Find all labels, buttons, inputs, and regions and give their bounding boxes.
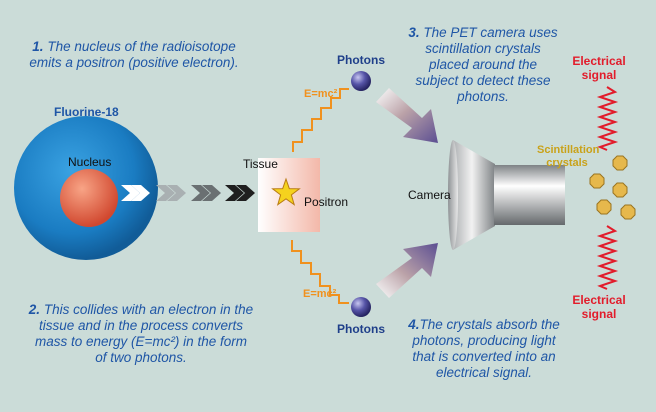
photons-label-bottom: Photons bbox=[337, 322, 385, 336]
chevron-arrow-icon bbox=[225, 185, 244, 201]
photon-bottom bbox=[351, 297, 371, 317]
signal-label-top: Electrical signal bbox=[572, 54, 626, 82]
camera-tube bbox=[494, 165, 565, 225]
crystal-icon bbox=[620, 204, 636, 220]
step-2-text: This collides with an electron in the ti… bbox=[35, 302, 254, 365]
step-4-text: The crystals absorb the photons, produci… bbox=[412, 317, 560, 380]
scintillation-label: Scintillation crystals bbox=[537, 144, 600, 169]
camera-face bbox=[448, 140, 458, 250]
nucleus-label: Nucleus bbox=[68, 155, 112, 169]
fluorine-label: Fluorine-18 bbox=[54, 105, 119, 119]
emc-label-bottom: E=mc² bbox=[303, 288, 337, 300]
star-icon bbox=[271, 177, 301, 206]
chevron-arrow-icon bbox=[121, 185, 140, 201]
photon-arrow-top bbox=[376, 88, 438, 143]
step-2: 2. This collides with an electron in the… bbox=[18, 302, 264, 366]
energy-wave-top bbox=[292, 88, 349, 152]
crystal-icon bbox=[589, 173, 605, 189]
step-3: 3. The PET camera uses scintillation cry… bbox=[403, 25, 563, 105]
signal-wave-bottom bbox=[596, 225, 619, 290]
crystal-icon bbox=[612, 182, 628, 198]
step-4: 4.The crystals absorb the photons, produ… bbox=[398, 317, 570, 381]
step-1: 1. The nucleus of the radioisotope emits… bbox=[16, 39, 252, 71]
crystal-icon bbox=[612, 155, 628, 171]
photons-label-top: Photons bbox=[337, 53, 385, 67]
chevron-arrow-icon bbox=[191, 185, 210, 201]
chevron-arrow-icon bbox=[156, 185, 175, 201]
signal-wave-top bbox=[596, 86, 619, 151]
step-4-number: 4. bbox=[408, 317, 420, 332]
chevron-arrow-icon bbox=[236, 185, 255, 201]
step-1-text: The nucleus of the radioisotope emits a … bbox=[29, 39, 239, 70]
chevron-arrow-icon bbox=[202, 185, 221, 201]
positron-label: Positron bbox=[304, 195, 349, 209]
signal-label-bottom: Electrical signal bbox=[572, 293, 626, 321]
camera-label: Camera bbox=[408, 188, 451, 202]
photon-top bbox=[351, 71, 371, 91]
step-3-text: The PET camera uses scintillation crysta… bbox=[415, 25, 558, 104]
step-1-number: 1. bbox=[32, 39, 44, 54]
photon-arrow-bottom bbox=[376, 243, 438, 298]
step-3-number: 3. bbox=[408, 25, 420, 40]
tissue-label: Tissue bbox=[243, 157, 278, 171]
chevron-arrow-icon bbox=[131, 185, 150, 201]
nucleus-sphere bbox=[60, 169, 118, 227]
energy-wave-bottom bbox=[291, 240, 349, 304]
crystal-icon bbox=[596, 199, 612, 215]
step-2-number: 2. bbox=[28, 302, 41, 317]
camera-head bbox=[453, 140, 495, 250]
chevron-arrow-icon bbox=[167, 185, 186, 201]
emc-label-top: E=mc² bbox=[304, 88, 338, 100]
